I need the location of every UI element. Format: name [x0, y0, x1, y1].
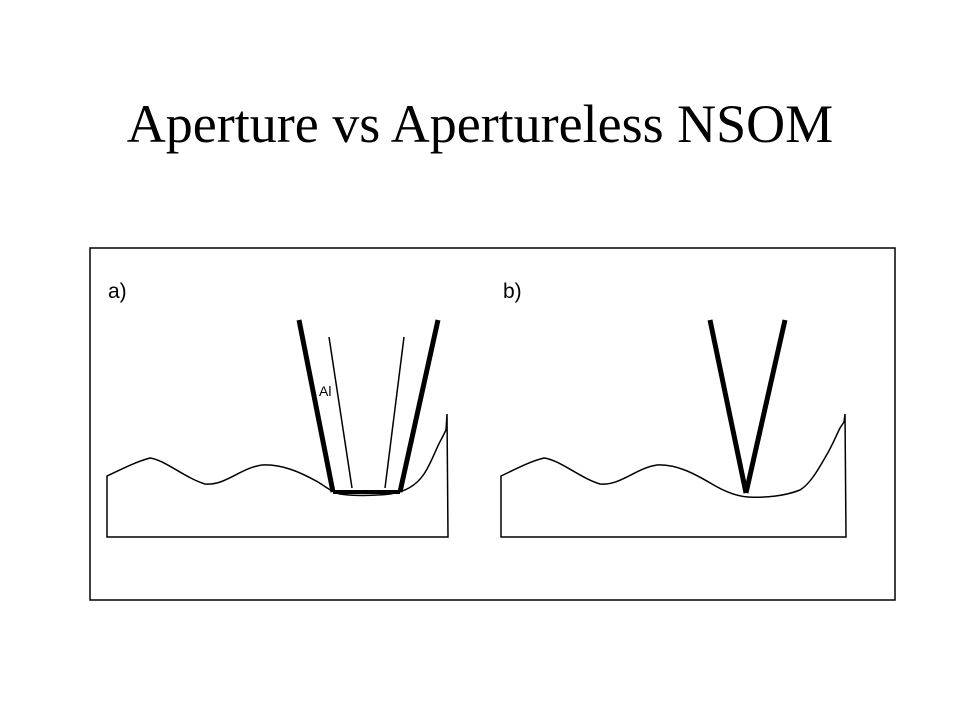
panel-a-probe-left-fiber: [328, 336, 353, 489]
panel-a-coating-label: Al: [319, 383, 331, 399]
figure-frame: [89, 247, 896, 601]
panel-b-tip-right: [743, 319, 788, 494]
panel-a-probe-right-coating: [397, 319, 441, 493]
panel-b-tip-left: [707, 319, 749, 494]
panel-b-label: b): [503, 280, 522, 303]
panel-a-probe-right-fiber: [384, 336, 405, 489]
slide-title: Aperture vs Apertureless NSOM: [126, 94, 834, 154]
panel-a-probe-left-coating: [296, 319, 336, 493]
panel-a-sample: [106, 413, 449, 538]
panel-b: b): [500, 280, 847, 538]
panel-a: a) Al: [106, 280, 449, 538]
panel-b-sample: [500, 413, 847, 538]
panel-a-label: a): [108, 280, 127, 303]
